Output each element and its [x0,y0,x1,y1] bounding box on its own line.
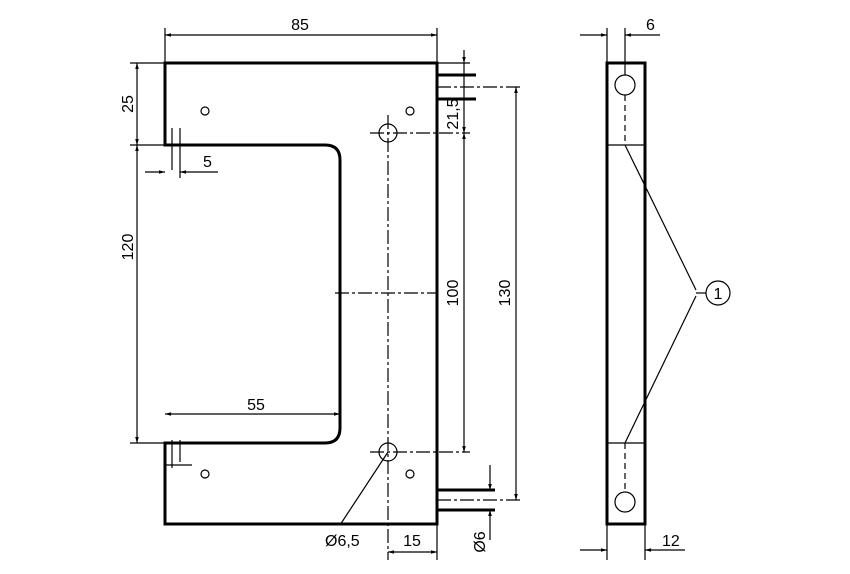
led-small-2 [405,106,415,116]
dim-hole-diameter-label: Ø6,5 [325,533,360,550]
body-outline [163,61,439,526]
callout-leader [624,144,697,291]
dim-hole-spacing-label: 100 [445,280,462,307]
dim-width-label: 85 [291,17,309,34]
side-hole-top [614,74,636,96]
callout-label: 1 [714,286,723,303]
leader-hole-diameter [339,451,389,526]
dim-connector-diameter-label: Ø6 [472,531,489,552]
side-view: 1 6 12 [580,17,731,560]
led-small-3 [200,469,210,479]
front-view [163,61,522,560]
dim-top-offset-label: 25 [120,95,137,113]
callout-circle [705,280,731,306]
callout-leader [624,295,697,444]
dim-slot-depth-label: 55 [247,397,265,414]
dim-hole-edge-label: 15 [403,533,421,550]
led-small-1 [200,106,210,116]
dim-connector-offset-label: 21,5 [445,98,462,129]
led-small-4 [405,469,415,479]
dim-connector-spacing-label: 130 [497,280,514,307]
dim-thickness-label: 12 [662,533,680,550]
side-hole-bottom [614,491,636,513]
dim-edge-offset-label: 5 [203,154,212,171]
side-body [605,61,647,526]
dim-slot-height-label: 120 [120,234,137,261]
dim-side-offset-label: 6 [646,17,655,34]
dimensions: 85 25 120 5 55 21,5 100 130 Ø6,5 15 Ø6 [120,17,518,560]
